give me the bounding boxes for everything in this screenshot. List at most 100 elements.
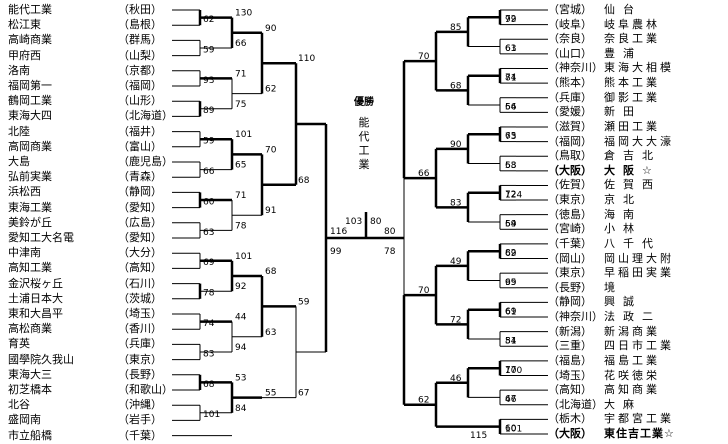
team-name: 東和大昌平: [8, 307, 63, 320]
team-name: 愛知工大名電: [8, 231, 74, 244]
right-team-row: （奈良）奈良工業: [548, 31, 728, 47]
team-name: 能代工業: [8, 3, 52, 16]
score-label: 58: [505, 161, 517, 171]
team-name: 早稲田実業: [604, 266, 674, 280]
score-label: 60: [505, 424, 517, 434]
team-prefecture: （山口）: [548, 46, 592, 60]
team-prefecture: （大分）: [118, 246, 162, 260]
team-prefecture: （鹿児島）: [118, 155, 173, 168]
team-prefecture: （佐賀）: [548, 178, 592, 192]
right-team-row: （宮崎）小林: [548, 221, 728, 237]
right-team-row: （岡山）岡山理大附: [548, 251, 728, 267]
score-label: 101: [235, 252, 252, 262]
left-team-row: 育英（兵庫）: [0, 336, 172, 352]
score-label: 70: [265, 145, 277, 155]
team-prefecture: （宮城）: [548, 3, 592, 16]
score-label: 65: [505, 132, 516, 142]
team-prefecture: （岐阜）: [548, 17, 592, 31]
champion-box: 優勝 能代工業: [352, 96, 376, 172]
left-team-row: 盛岡南（岩手）: [0, 412, 172, 428]
left-team-row: 東海大三（長野）: [0, 367, 172, 383]
score-label: 54: [505, 336, 517, 346]
team-prefecture: （福島）: [548, 353, 592, 367]
team-name: 熊本工業: [604, 76, 660, 90]
right-team-row: （千葉）八千代: [548, 236, 728, 252]
score-label: 75: [235, 100, 246, 110]
team-name: 宇都宮工業: [604, 412, 674, 426]
team-prefecture: （奈良）: [548, 32, 592, 46]
team-prefecture: （北海道）: [118, 109, 173, 123]
team-prefecture: （福井）: [118, 124, 162, 138]
left-team-row: 土浦日本大（茨城）: [0, 291, 172, 307]
team-prefecture: （島根）: [118, 18, 162, 32]
score-label: 53: [235, 373, 246, 383]
score-label: 62: [203, 15, 214, 25]
score-label: 73: [505, 132, 516, 142]
team-name: 岐阜農林: [604, 17, 660, 31]
right-team-row: （兵庫）御影工業: [548, 90, 728, 106]
team-name: 市立船橋: [8, 428, 52, 442]
score-label: 74: [505, 73, 517, 83]
team-name: 仙台: [604, 3, 642, 16]
team-prefecture: （山形）: [118, 94, 162, 108]
score-label: 66: [418, 169, 430, 179]
right-team-row: （熊本） 熊本工業: [548, 75, 728, 91]
team-name: 東海工業: [8, 200, 52, 214]
team-name: 高岡商業: [8, 139, 52, 153]
team-name: 金沢桜ヶ丘: [8, 276, 63, 290]
team-name: 八千代: [604, 236, 661, 250]
score-label: 115: [470, 431, 487, 441]
champion-label: 優勝: [354, 97, 374, 108]
team-prefecture: （鳥取）: [548, 149, 592, 163]
team-prefecture: （北海道）: [548, 397, 603, 411]
right-team-row: （大阪）大阪☆: [548, 163, 728, 179]
score-label: 61: [505, 44, 516, 54]
team-name: 東海大三: [8, 367, 52, 381]
team-name: 浜松西: [8, 185, 41, 199]
score-label: 67: [298, 389, 309, 399]
score-label: 68: [265, 267, 277, 277]
left-team-row: 北谷（沖縄）: [0, 397, 172, 413]
score-label: 81: [505, 337, 516, 347]
right-team-row: （東京）京北: [548, 192, 728, 208]
left-team-row: 東海大四 （北海道）: [0, 108, 173, 124]
right-team-row: （鳥取）倉吉北: [548, 148, 728, 164]
right-team-row: （神奈川）法政二: [548, 309, 728, 325]
score-label: 95: [505, 278, 516, 288]
team-name: 國學院久我山: [8, 352, 74, 366]
team-name: 海南: [604, 207, 642, 221]
team-name: 東海大四: [8, 109, 52, 123]
team-name: 中津南: [8, 246, 41, 260]
score-label: 59: [505, 219, 517, 229]
score-label: 103: [345, 217, 362, 227]
team-prefecture: （大阪）: [548, 426, 592, 440]
right-team-row: （北海道）大麻: [548, 397, 728, 413]
team-name: 高崎商業: [8, 33, 52, 47]
score-label: 59: [298, 297, 310, 307]
team-name: 美鈴が丘: [8, 215, 52, 229]
score-label: 90: [450, 140, 462, 150]
score-label: 63: [505, 44, 516, 54]
score-label: 101: [203, 410, 220, 420]
team-prefecture: （岡山）: [548, 251, 592, 265]
team-prefecture: （長野）: [548, 280, 592, 294]
score-label: 100: [505, 366, 522, 376]
team-name: 新潟商業: [604, 324, 660, 338]
team-name: 瀬田工業: [604, 119, 660, 133]
score-label: 130: [235, 9, 252, 19]
score-label: 92: [235, 282, 246, 292]
score-label: 99: [330, 247, 342, 257]
score-label: 54: [505, 103, 517, 113]
right-team-row: （三重）四日市工業: [548, 338, 728, 354]
score-label: 72: [505, 15, 516, 25]
team-prefecture: （熊本）: [548, 76, 592, 90]
score-label: 62: [418, 396, 429, 406]
score-label: 110: [298, 54, 315, 64]
score-label: 81: [505, 73, 516, 83]
score-label: 83: [450, 198, 461, 208]
team-name: 東住吉工業☆: [604, 426, 675, 440]
team-name: 東海大相模: [604, 61, 674, 75]
score-label: 83: [203, 349, 214, 359]
team-prefecture: （青森）: [118, 170, 162, 184]
left-team-row: 弘前実業（青森）: [0, 169, 172, 185]
